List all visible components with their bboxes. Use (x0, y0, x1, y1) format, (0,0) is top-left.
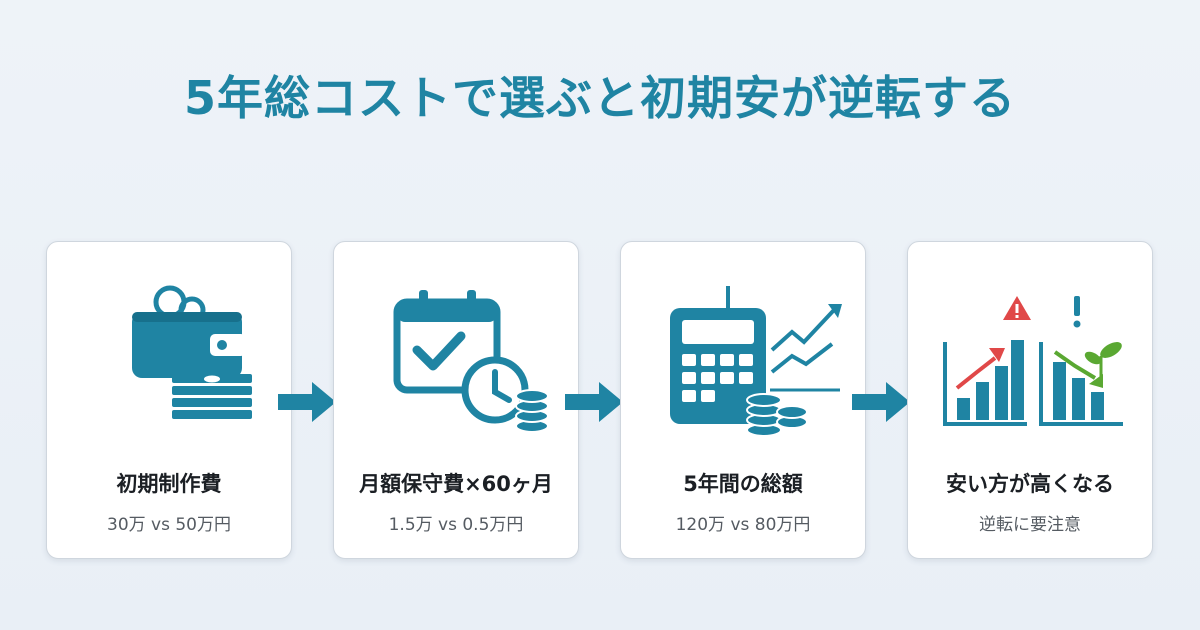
wallet-money-icon (132, 285, 252, 419)
calculator-growth-icon (670, 286, 842, 437)
step-card-reversal: 安い方が高くなる 逆転に要注意 (907, 241, 1153, 559)
reversal-chart-icon (943, 296, 1123, 426)
calendar-clock-coins-icon (393, 290, 549, 433)
step-comparison: 逆転に要注意 (979, 515, 1081, 535)
step-card-monthly-maintenance: 月額保守費×60ヶ月 1.5万 vs 0.5万円 (333, 241, 579, 559)
arrow-right-icon (278, 382, 336, 422)
step-heading: 初期制作費 (116, 472, 222, 496)
step-card-initial-cost: 初期制作費 30万 vs 50万円 (46, 241, 292, 559)
arrow-right-icon (852, 382, 910, 422)
arrow-right-icon (565, 382, 623, 422)
step-heading: 安い方が高くなる (946, 472, 1114, 496)
step-card-five-year-total: 5年間の総額 120万 vs 80万円 (620, 241, 866, 559)
step-comparison: 1.5万 vs 0.5万円 (388, 515, 524, 535)
step-heading: 5年間の総額 (683, 472, 803, 496)
step-comparison: 120万 vs 80万円 (675, 515, 811, 535)
page-title: 5年総コストで選ぶと初期安が逆転する (183, 71, 1016, 125)
step-heading: 月額保守費×60ヶ月 (359, 472, 553, 496)
step-comparison: 30万 vs 50万円 (107, 515, 231, 535)
